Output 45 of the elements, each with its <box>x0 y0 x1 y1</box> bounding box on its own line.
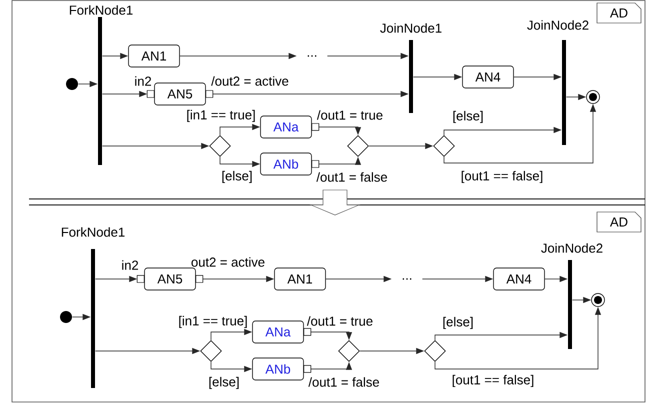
diagram-tag: AD <box>596 2 642 24</box>
action-box: AN1 <box>128 44 180 68</box>
diagram-tag: AD <box>596 212 642 232</box>
decision-diamond <box>200 340 222 362</box>
final-node <box>591 293 605 307</box>
decision-diamond <box>433 135 455 157</box>
action-box: AN4 <box>462 66 514 88</box>
node-label: JoinNode2 <box>541 243 602 253</box>
pin-label: /out1 = true <box>316 110 382 120</box>
pin-label: /out1 = true <box>306 316 372 326</box>
initial-node <box>66 78 78 90</box>
ellipsis-text: ... <box>402 278 412 280</box>
pin-label: /out2 = active <box>211 76 288 86</box>
pin-label: out2 = active <box>192 257 264 267</box>
action-box: AN1 <box>274 268 326 290</box>
guard-label: [in1 == true] <box>177 314 249 330</box>
guard-label: [out1 == false] <box>450 374 536 388</box>
decision-diamond <box>338 340 360 362</box>
action-box: ANa <box>252 320 304 344</box>
initial-node <box>60 310 72 323</box>
pin-label: /out1 = false <box>316 172 387 182</box>
ellipsis-text: ... <box>308 55 316 57</box>
node-label: JoinNode1 <box>380 23 442 33</box>
node-label: JoinNode2 <box>527 20 588 30</box>
node-label: ForkNode1 <box>62 227 125 237</box>
node-label: ForkNode1 <box>70 5 133 15</box>
final-node <box>586 90 600 104</box>
guard-label: [else] <box>441 316 475 330</box>
action-box: AN5 <box>154 82 206 106</box>
action-box: AN4 <box>493 268 545 290</box>
guard-label: [else] <box>451 110 485 124</box>
pin-label: /out1 = false <box>308 377 379 387</box>
action-box: ANa <box>260 116 312 138</box>
guard-label: [else] <box>207 376 241 390</box>
guard-label: [else] <box>220 170 254 184</box>
action-box: AN5 <box>144 268 196 290</box>
pin-label: in2 <box>135 76 152 86</box>
guard-label: [in1 == true] <box>185 108 257 124</box>
guard-label: [out1 == false] <box>460 170 544 184</box>
action-box: ANb <box>260 152 312 176</box>
pin-label: in2 <box>122 260 138 270</box>
decision-diamond <box>209 135 231 157</box>
decision-diamond <box>347 135 369 157</box>
action-box: ANb <box>252 358 304 380</box>
decision-diamond <box>424 340 446 362</box>
